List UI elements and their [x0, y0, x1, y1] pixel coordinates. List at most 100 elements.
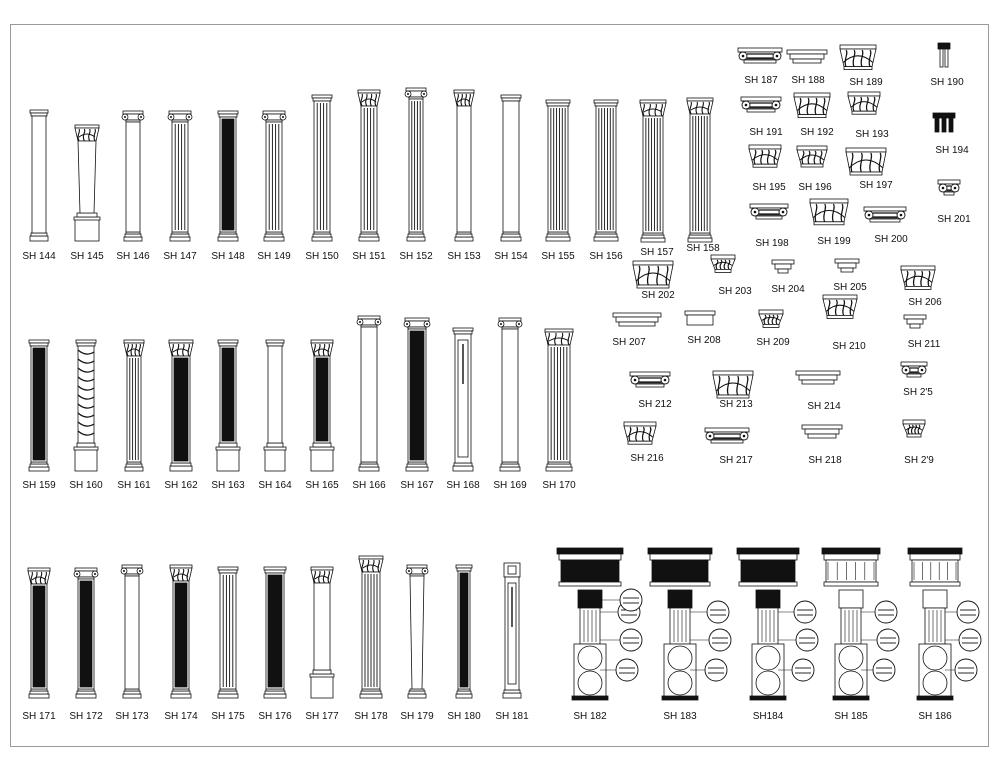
capital-code-label: SH 202: [641, 290, 675, 301]
column-code-label: SH 147: [163, 251, 197, 262]
column-code-label: SH 158: [686, 243, 720, 254]
capital-sh198: [749, 203, 789, 220]
capital-sh202: [632, 260, 674, 289]
capital-code-label: SH 187: [744, 75, 778, 86]
column-code-label: SH 165: [305, 480, 339, 491]
column-sh179: [405, 564, 429, 699]
column-sh174: [169, 564, 193, 699]
capital-sh210: [822, 294, 858, 319]
capital-code-label: SH 195: [752, 182, 786, 193]
capital-code-label: SH 217: [719, 455, 753, 466]
column-sh144: [29, 109, 49, 242]
capital-sh211: [903, 314, 927, 329]
column-sh181: [502, 562, 522, 699]
column-code-label: SH 144: [22, 251, 56, 262]
column-sh166: [356, 315, 382, 472]
assembly-code-label: SH 185: [834, 711, 868, 722]
column-sh161: [123, 339, 145, 472]
capital-code-label: SH 208: [687, 335, 721, 346]
capital-sh204: [771, 259, 795, 274]
column-sh152: [404, 87, 428, 242]
column-code-label: SH 153: [447, 251, 481, 262]
assembly-code-label: SH 186: [918, 711, 952, 722]
column-code-label: SH 173: [115, 711, 149, 722]
capital-sh214: [795, 370, 841, 385]
capital-sh189: [839, 44, 877, 70]
column-sh156: [593, 99, 619, 242]
assembly-sh185: [821, 547, 900, 701]
column-code-label: SH 162: [164, 480, 198, 491]
column-code-label: SH 155: [541, 251, 575, 262]
capital-code-label: SH 207: [612, 337, 646, 348]
capital-sh194: [932, 112, 956, 133]
column-code-label: SH 149: [257, 251, 291, 262]
capital-code-label: SH 205: [833, 282, 867, 293]
capital-sh216: [623, 421, 657, 445]
column-code-label: SH 160: [69, 480, 103, 491]
column-code-label: SH 167: [400, 480, 434, 491]
capital-sh197: [845, 147, 887, 176]
column-code-label: SH 177: [305, 711, 339, 722]
capital-code-label: SH 197: [859, 180, 893, 191]
column-code-label: SH 157: [640, 247, 674, 258]
column-code-label: SH 180: [447, 711, 481, 722]
capital-sh200: [863, 206, 907, 223]
capital-code-label: SH 193: [855, 129, 889, 140]
capital-code-label: SH 203: [718, 286, 752, 297]
column-code-label: SH 156: [589, 251, 623, 262]
column-code-label: SH 148: [211, 251, 245, 262]
catalog-sheet: [10, 24, 989, 747]
column-code-label: SH 169: [493, 480, 527, 491]
column-sh150: [311, 94, 333, 242]
capital-code-label: SH 210: [832, 341, 866, 352]
column-code-label: SH 176: [258, 711, 292, 722]
capital-sh191: [740, 96, 782, 113]
column-sh145: [73, 124, 101, 242]
capital-sh206: [900, 265, 936, 290]
column-code-label: SH 179: [400, 711, 434, 722]
capital-sh193: [847, 91, 881, 115]
column-code-label: SH 146: [116, 251, 150, 262]
column-sh176: [263, 566, 287, 699]
capital-sh207: [612, 312, 662, 327]
column-sh165: [309, 339, 335, 472]
column-sh162: [168, 339, 194, 472]
capital-sh201: [937, 179, 961, 196]
capital-sh195: [748, 144, 782, 168]
capital-sh190: [937, 42, 951, 68]
column-sh171: [27, 567, 51, 699]
assembly-code-label: SH184: [752, 711, 784, 722]
column-code-label: SH 175: [211, 711, 245, 722]
column-sh177: [309, 566, 335, 699]
capital-sh199: [809, 198, 849, 226]
capital-code-label: SH 2'9: [904, 455, 934, 466]
capital-code-label: SH 214: [807, 401, 841, 412]
capital-sh208: [684, 310, 716, 326]
capital-code-label: SH 212: [638, 399, 672, 410]
capital-sh188: [786, 49, 828, 64]
capital-sh218: [801, 424, 843, 439]
column-code-label: SH 145: [70, 251, 104, 262]
column-code-label: SH 164: [258, 480, 292, 491]
capital-code-label: SH 206: [908, 297, 942, 308]
column-code-label: SH 174: [164, 711, 198, 722]
column-code-label: SH 163: [211, 480, 245, 491]
column-sh146: [121, 110, 145, 242]
column-code-label: SH 159: [22, 480, 56, 491]
capital-code-label: SH 201: [937, 214, 971, 225]
column-code-label: SH 166: [352, 480, 386, 491]
capital-code-label: SH 2'5: [903, 387, 933, 398]
column-sh172: [73, 567, 99, 699]
capital-code-label: SH 191: [749, 127, 783, 138]
column-sh160: [73, 339, 99, 472]
column-code-label: SH 171: [22, 711, 56, 722]
capital-sh213: [712, 370, 754, 399]
capital-code-label: SH 189: [849, 77, 883, 88]
column-code-label: SH 172: [69, 711, 103, 722]
capital-code-label: SH 216: [630, 453, 664, 464]
capital-sh192: [793, 92, 831, 118]
capital-code-label: SH 194: [935, 145, 969, 156]
column-code-label: SH 168: [446, 480, 480, 491]
assembly-code-label: SH 183: [663, 711, 697, 722]
